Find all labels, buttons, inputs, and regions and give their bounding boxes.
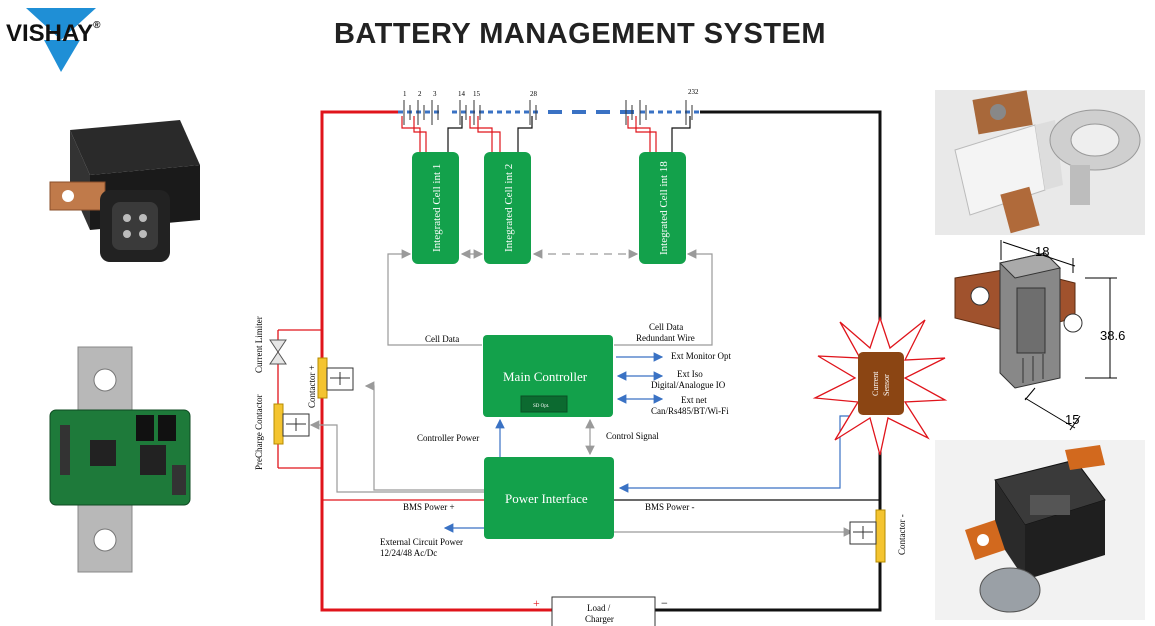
cell-number: 28: [530, 90, 538, 98]
cell-data-label: Cell Data: [425, 334, 459, 344]
bms-power-plus-label: BMS Power +: [403, 502, 455, 512]
ext-iso-label-2: Digital/Analogue IO: [651, 380, 726, 390]
control-signal-label: Control Signal: [606, 431, 659, 441]
cell-number: 15: [473, 90, 481, 98]
contactor-minus-label: Contactor -: [897, 514, 907, 555]
power-interface-label: Power Interface: [505, 491, 588, 506]
integrated-cell-2: Integrated Cell int 2: [484, 152, 531, 264]
plus-sign: +: [533, 596, 540, 610]
main-controller-label: Main Controller: [503, 369, 588, 384]
power-interface: Power Interface: [484, 457, 614, 539]
contactor-minus: Contactor -: [849, 509, 907, 563]
vishay-logo-triangle: [26, 8, 96, 72]
cell-data-redundant-label-1: Cell Data: [649, 322, 683, 332]
contactor-plus-label: Contactor +: [307, 365, 317, 408]
minus-sign: −: [661, 596, 668, 610]
integrated-cell-18: Integrated Cell int 18: [639, 152, 686, 264]
cell-number: 3: [433, 90, 437, 98]
cell-number: 14: [458, 90, 466, 98]
ext-net-label-2: Can/Rs485/BT/Wi-Fi: [651, 406, 729, 416]
vishay-logo: [4, 4, 114, 74]
battery-cell-string: 1 2 3 14 15 28 232: [398, 88, 700, 125]
external-circuit-label-2: 12/24/48 Ac/Dc: [380, 548, 437, 558]
load-charger: Load / Charger + −: [533, 596, 668, 626]
current-sensor-label-line-2: Sensor: [882, 374, 891, 396]
sensor-dimension-drawing: 18 38.6 15: [935, 238, 1145, 438]
ext-iso-label-1: Ext Iso: [677, 369, 703, 379]
sd-option-label: SD Opt.: [533, 404, 549, 409]
current-sensor: Current Sensor: [812, 315, 948, 456]
current-limiter: Current Limiter: [254, 316, 287, 373]
cell-number: 232: [688, 88, 699, 96]
current-limiter-label: Current Limiter: [254, 316, 264, 373]
logo-registered-mark: ®: [93, 20, 101, 31]
integrated-cell-1-label: Integrated Cell int 1: [431, 164, 443, 252]
shunt-board-photo: [40, 345, 200, 575]
sensor-cad-render-photo: [935, 440, 1145, 620]
current-sensor-label-line-1: Current: [871, 371, 880, 396]
precharge-contactor: PreCharge Contactor: [254, 394, 310, 470]
load-charger-label-line-2: Charger: [585, 614, 614, 624]
load-charger-label-line-1: Load /: [587, 603, 611, 613]
main-controller: Main Controller SD Opt.: [483, 335, 613, 417]
cell-sense-wires: [401, 116, 691, 152]
contactor-plus: Contactor +: [307, 357, 354, 408]
dimension-38-6: 38.6: [1100, 328, 1125, 343]
integrated-cell-1: Integrated Cell int 1: [412, 152, 459, 264]
logo-wordmark: VISHAY: [6, 20, 94, 47]
diagram-labels: Cell Data Cell Data Redundant Wire Ext M…: [380, 322, 731, 558]
dimension-18: 18: [1035, 244, 1049, 259]
page-title: BATTERY MANAGEMENT SYSTEM: [333, 18, 827, 50]
integrated-cell-2-label: Integrated Cell int 2: [503, 164, 515, 252]
logo-text: VISHAY®: [6, 20, 101, 48]
battery-terminal-sensor-photo: [935, 90, 1145, 235]
cell-number: 2: [418, 90, 422, 98]
external-circuit-label-1: External Circuit Power: [380, 537, 463, 547]
ext-monitor-label: Ext Monitor Opt: [671, 351, 731, 361]
ext-net-label-1: Ext net: [681, 395, 707, 405]
cell-data-redundant-label-2: Redundant Wire: [636, 333, 695, 343]
current-sensor-photo-left-top: [30, 110, 220, 280]
bms-power-minus-label: BMS Power -: [645, 502, 695, 512]
controller-power-label: Controller Power: [417, 433, 479, 443]
cell-data-chain: [387, 249, 713, 346]
cell-number: 1: [403, 90, 407, 98]
precharge-contactor-label: PreCharge Contactor: [254, 394, 264, 470]
dimension-15: 15: [1065, 412, 1079, 427]
integrated-cell-18-label: Integrated Cell int 18: [658, 161, 670, 255]
